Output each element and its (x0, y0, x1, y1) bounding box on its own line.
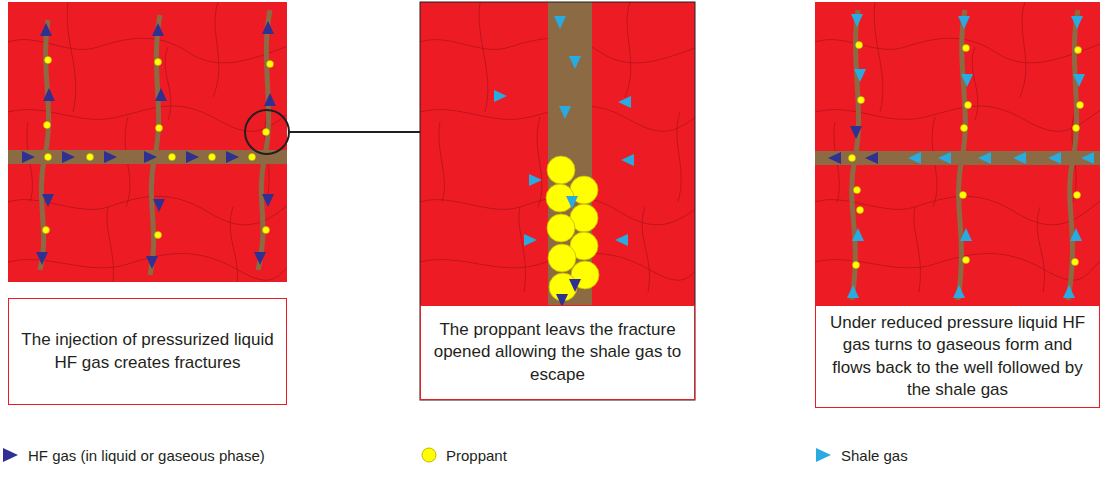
caption-box: The injection of pressurized liquid HF g… (8, 298, 287, 405)
legend-text: Shale gas (841, 447, 908, 464)
legend-symbol (2, 446, 20, 464)
legend-symbol (420, 446, 438, 464)
legend-symbol (815, 446, 833, 464)
legend-item: Shale gas (815, 446, 908, 464)
caption-text: The injection of pressurized liquid HF g… (19, 329, 276, 373)
caption-text: Under reduced pressure liquid HF gas tur… (826, 312, 1089, 400)
caption-text: The proppant leavs the fracture opened a… (431, 319, 684, 385)
legend-item: Proppant (420, 446, 507, 464)
caption-box: The proppant leavs the fracture opened a… (420, 305, 695, 400)
legend-text: HF gas (in liquid or gaseous phase) (28, 447, 265, 464)
legend-item: HF gas (in liquid or gaseous phase) (2, 446, 265, 464)
caption-box: Under reduced pressure liquid HF gas tur… (815, 305, 1100, 408)
legend-text: Proppant (446, 447, 507, 464)
